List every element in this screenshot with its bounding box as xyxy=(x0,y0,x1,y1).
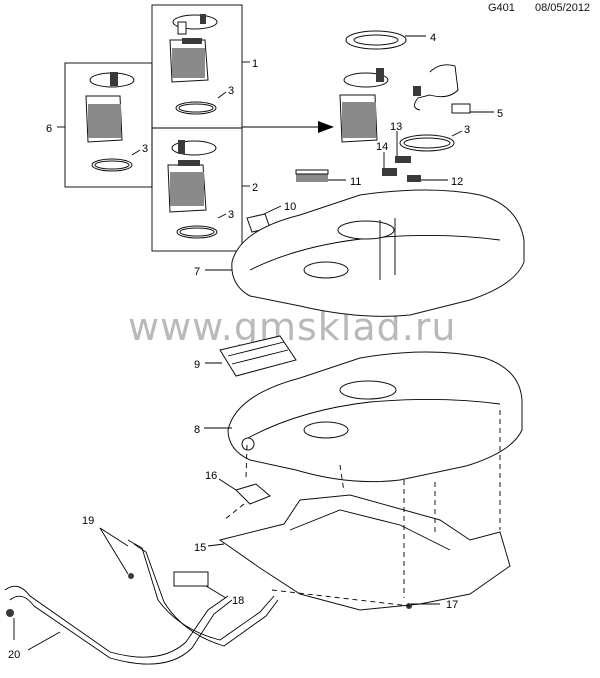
callout-14: 14 xyxy=(376,141,388,153)
callout-18: 18 xyxy=(232,595,244,607)
small-parts-11-14 xyxy=(295,156,421,182)
fuel-tank-lower xyxy=(227,351,523,483)
callout-2: 2 xyxy=(252,182,258,194)
callout-8: 8 xyxy=(194,424,200,436)
wiring-harness xyxy=(413,64,471,114)
callout-4: 4 xyxy=(430,32,436,44)
callout-10: 10 xyxy=(284,201,296,213)
callout-16: 16 xyxy=(205,470,217,482)
bolt-20 xyxy=(6,609,14,617)
heat-shield xyxy=(218,494,511,611)
callout-5: 5 xyxy=(497,108,503,120)
alignment-lines xyxy=(223,410,501,607)
install-arrow-head xyxy=(318,121,334,133)
callout-7: 7 xyxy=(194,266,200,278)
callout-3-c: 3 xyxy=(142,143,148,155)
leader-lines xyxy=(13,35,494,651)
diagram-code: G401 xyxy=(488,2,515,14)
callout-3-d: 3 xyxy=(464,124,470,136)
part-18 xyxy=(173,571,209,587)
callout-13: 13 xyxy=(390,121,402,133)
fuel-pump-module-6 xyxy=(85,72,135,172)
fuel-pump-installed xyxy=(339,30,455,152)
callout-15: 15 xyxy=(194,542,206,554)
pump-variant-6-box xyxy=(64,62,153,188)
diagram-date: 08/05/2012 xyxy=(535,2,591,14)
part-16 xyxy=(235,483,271,505)
callout-19: 19 xyxy=(82,515,94,527)
callout-3-a: 3 xyxy=(228,85,234,97)
fuel-pump-module-1 xyxy=(169,14,218,115)
fuel-tank-upper xyxy=(231,189,525,317)
callout-3-b: 3 xyxy=(228,209,234,221)
callout-6: 6 xyxy=(46,123,52,135)
callout-17: 17 xyxy=(446,599,458,611)
callout-9: 9 xyxy=(194,359,200,371)
fuel-pump-module-2 xyxy=(167,140,218,239)
callout-11: 11 xyxy=(350,176,361,188)
part-9 xyxy=(219,335,297,377)
callout-1: 1 xyxy=(252,58,258,70)
bolt-19 xyxy=(128,573,134,579)
callout-20: 20 xyxy=(8,649,20,661)
tank-straps xyxy=(4,539,279,665)
callout-12: 12 xyxy=(451,176,463,188)
